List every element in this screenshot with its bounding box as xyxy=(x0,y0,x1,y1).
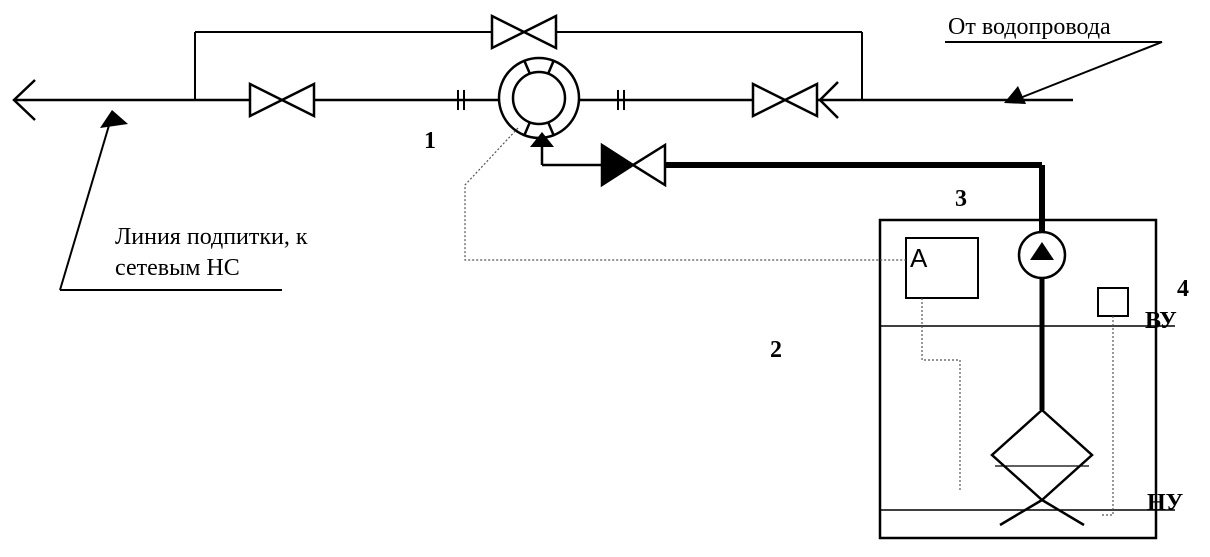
check-valve-icon xyxy=(600,142,667,188)
leader-lines xyxy=(59,41,1163,291)
ejector-inlet-arrow-icon xyxy=(530,132,554,147)
label-num-4: 4 xyxy=(1177,276,1189,302)
automation-box xyxy=(905,237,979,299)
pump-icon xyxy=(1017,230,1067,410)
makeup-pointer-icon xyxy=(100,110,128,128)
label-level-low: НУ xyxy=(1147,490,1184,516)
inlet-arrow-icon xyxy=(818,81,839,119)
label-makeup-line-1: Линия подпитки, к xyxy=(115,224,308,250)
source-pointer-icon xyxy=(1004,86,1026,104)
ejector-icon xyxy=(497,56,581,140)
flange-left-icon xyxy=(457,90,465,110)
suction-strainer-icon xyxy=(990,408,1094,527)
control-signal-lines xyxy=(464,127,1114,516)
label-num-3: 3 xyxy=(955,186,967,212)
inlet-right-valve-icon xyxy=(751,81,819,119)
outlet-arrow-icon xyxy=(12,79,36,121)
label-source: От водопровода xyxy=(948,14,1111,40)
level-sensor-box xyxy=(1097,287,1129,317)
flange-right-icon xyxy=(617,90,625,110)
bypass-line xyxy=(194,31,863,100)
bypass-valve-icon xyxy=(490,13,558,51)
label-makeup-line-2: сетевым НС xyxy=(115,255,240,281)
tank xyxy=(878,218,1158,540)
label-level-high: ВУ xyxy=(1145,308,1177,334)
inlet-left-valve-icon xyxy=(248,81,316,119)
label-num-1: 1 xyxy=(424,128,436,154)
label-automation: А xyxy=(910,243,928,273)
label-num-2: 2 xyxy=(770,337,782,363)
